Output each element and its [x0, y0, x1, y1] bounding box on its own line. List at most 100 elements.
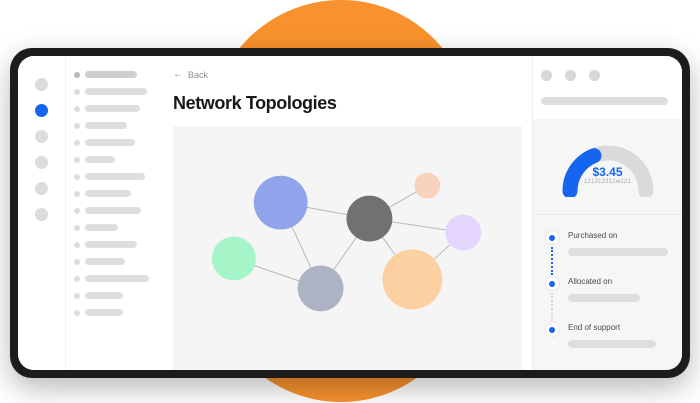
details-panel: $3.45 121312312w121 Purchased on Allocate… [532, 56, 682, 370]
graph-node-mint-node[interactable] [211, 236, 256, 281]
bullet-icon [74, 309, 80, 316]
network-graph-canvas[interactable] [173, 126, 522, 370]
window-dot-3[interactable] [589, 70, 600, 81]
sidebar-item-7[interactable] [74, 172, 159, 181]
timeline-dot-core [549, 234, 555, 241]
bullet-icon [74, 156, 80, 163]
window-dot-2[interactable] [565, 70, 576, 81]
back-button[interactable]: ← Back [173, 69, 209, 81]
graph-node-dark-gray-node[interactable] [346, 195, 393, 242]
sidebar-item-2[interactable] [74, 87, 159, 96]
sidebar-item-label-placeholder [85, 122, 127, 129]
timeline-marker-column [543, 275, 561, 321]
sidebar-item-label-placeholder [85, 241, 137, 248]
sidebar-item-10[interactable] [74, 223, 159, 232]
bullet-icon [74, 88, 80, 95]
sidebar-nav-list [66, 56, 159, 370]
sidebar-item-4[interactable] [74, 121, 159, 130]
timeline-body: End of support [561, 321, 672, 348]
sidebar-item-label-placeholder [85, 224, 118, 231]
sidebar-item-label-placeholder [85, 309, 123, 316]
timeline-label: Purchased on [568, 231, 618, 240]
sidebar-item-label-placeholder [85, 88, 147, 95]
sidebar-item-14[interactable] [74, 291, 159, 300]
network-graph-svg [211, 172, 482, 312]
window-dot-1[interactable] [541, 70, 552, 81]
sidebar-item-label-placeholder [85, 190, 131, 197]
main-inner: ← Back Network Topologies [159, 56, 532, 370]
sidebar-item-9[interactable] [74, 206, 159, 215]
bullet-icon [74, 139, 80, 146]
gauge-svg [562, 145, 653, 199]
bullet-icon [74, 241, 80, 248]
timeline-body: Purchased on [561, 229, 672, 256]
bullet-icon [74, 105, 80, 112]
bullet-icon [74, 292, 80, 299]
gauge-caption: 121312312w121 [584, 179, 631, 185]
timeline-body: Allocated on [561, 275, 672, 302]
gauge-fill [562, 148, 602, 199]
sidebar-item-6[interactable] [74, 155, 159, 164]
graph-node-lavender-node[interactable] [445, 214, 482, 251]
bullet-icon [74, 173, 80, 180]
rail-item-3[interactable] [35, 130, 48, 143]
bullet-icon [74, 122, 80, 129]
timeline-marker-column [543, 229, 561, 275]
sidebar-item-8[interactable] [74, 189, 159, 198]
rail-item-6[interactable] [35, 208, 48, 221]
bullet-icon [74, 224, 80, 231]
gauge-chart: $3.45 121312312w121 [556, 135, 660, 199]
back-button-label: Back [188, 70, 209, 80]
sidebar-item-label-placeholder [85, 139, 135, 146]
sidebar-item-label-placeholder [85, 156, 115, 163]
main-content: ← Back Network Topologies [159, 56, 532, 370]
window-controls [533, 56, 682, 81]
timeline-dot-core [549, 280, 555, 287]
bullet-icon [74, 258, 80, 265]
rail-item-2[interactable] [35, 104, 48, 117]
panel-title-placeholder [541, 97, 668, 105]
graph-node-peach-small-node[interactable] [414, 172, 441, 199]
timeline-label: Allocated on [568, 277, 613, 286]
sidebar-item-3[interactable] [74, 104, 159, 113]
timeline-item[interactable]: Purchased on [543, 229, 672, 275]
sidebar-item-15[interactable] [74, 308, 159, 317]
app-window: ← Back Network Topologies [18, 56, 682, 370]
timeline-connector [551, 247, 553, 275]
sidebar-item-13[interactable] [74, 274, 159, 283]
timeline-item[interactable]: Allocated on [543, 275, 672, 321]
sidebar-item-1[interactable] [74, 70, 159, 79]
rail-item-5[interactable] [35, 182, 48, 195]
timeline-marker-column [543, 321, 561, 337]
rail-item-4[interactable] [35, 156, 48, 169]
timeline-connector [551, 293, 553, 321]
sidebar-item-label-placeholder [85, 105, 140, 112]
timeline-dot-icon [544, 322, 560, 337]
sidebar-item-5[interactable] [74, 138, 159, 147]
timeline-label: End of support [568, 323, 621, 332]
timeline-dot-icon [544, 230, 560, 245]
sidebar-item-label-placeholder [85, 258, 125, 265]
graph-node-blue-gray-node[interactable] [297, 265, 344, 312]
timeline-dot-core [549, 326, 555, 333]
bullet-icon [74, 190, 80, 197]
sidebar-item-label-placeholder [85, 207, 141, 214]
graph-node-orange-node[interactable] [382, 249, 443, 310]
page-title: Network Topologies [173, 93, 337, 113]
timeline-value-placeholder [568, 294, 640, 302]
gauge-card: $3.45 121312312w121 [533, 119, 682, 215]
sidebar-item-12[interactable] [74, 257, 159, 266]
bullet-icon [74, 207, 80, 214]
graph-node-blue-node[interactable] [253, 175, 308, 230]
timeline-list: Purchased on Allocated on End of support [533, 215, 682, 370]
sidebar-item-11[interactable] [74, 240, 159, 249]
arrow-left-icon: ← [173, 69, 183, 80]
gauge-value: $3.45 [592, 165, 623, 179]
bullet-icon [74, 275, 80, 282]
rail-item-1[interactable] [35, 78, 48, 91]
sidebar-item-label-placeholder [85, 292, 123, 299]
sidebar-item-label-placeholder [85, 173, 145, 180]
timeline-item[interactable]: End of support [543, 321, 672, 365]
timeline-value-placeholder [568, 248, 668, 256]
icon-rail [18, 56, 66, 370]
